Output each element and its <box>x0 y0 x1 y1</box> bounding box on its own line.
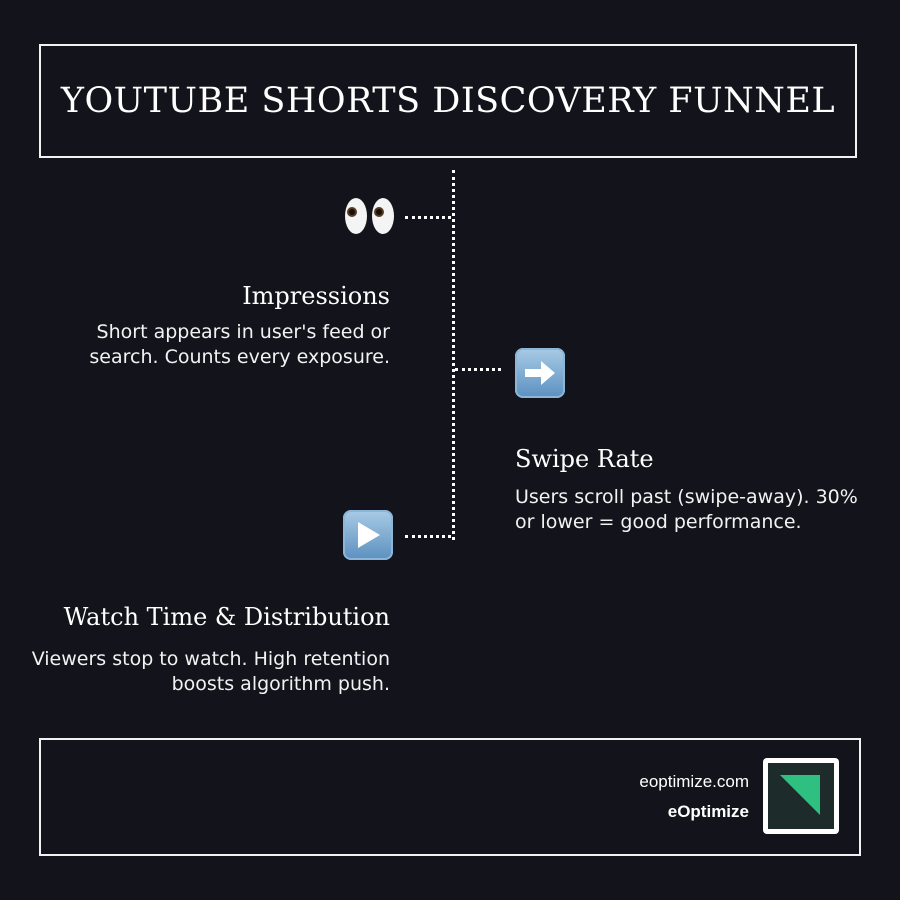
step-title-watch-time: Watch Time & Distribution <box>63 603 390 631</box>
right-arrow-icon <box>515 348 565 398</box>
footer: eoptimize.com eOptimize <box>39 738 861 856</box>
connector-watch-time <box>405 535 451 538</box>
step-description-impressions: Short appears in user's feed or search. … <box>89 321 390 368</box>
step-title-impressions: Impressions <box>242 282 390 310</box>
brand-logo <box>763 758 839 834</box>
logo-mark-icon <box>768 763 834 829</box>
eyes-icon <box>343 195 397 237</box>
timeline-line <box>452 170 455 540</box>
play-button-icon <box>343 510 393 560</box>
connector-swipe-rate <box>455 368 501 371</box>
step-description-swipe-rate: Users scroll past (swipe-away). 30% or l… <box>515 486 858 533</box>
connector-impressions <box>405 216 451 219</box>
step-title-swipe-rate: Swipe Rate <box>515 445 654 473</box>
page-title: YOUTUBE SHORTS DISCOVERY FUNNEL <box>60 81 836 121</box>
title-box: YOUTUBE SHORTS DISCOVERY FUNNEL <box>39 44 857 158</box>
website-link[interactable]: eoptimize.com <box>639 772 749 791</box>
brand-name: eOptimize <box>667 802 749 821</box>
step-description-watch-time: Viewers stop to watch. High retention bo… <box>31 648 390 695</box>
